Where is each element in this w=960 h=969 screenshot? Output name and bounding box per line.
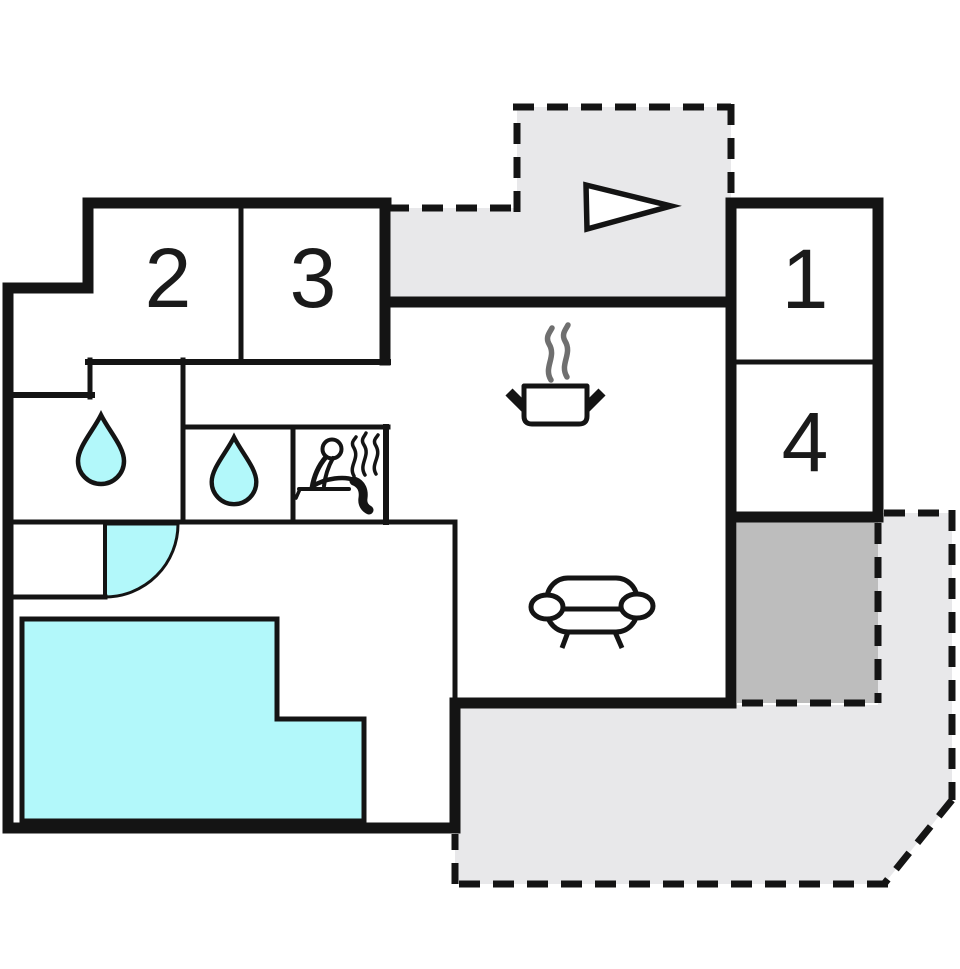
covered-terrace-patch xyxy=(737,517,878,703)
room-3-label: 3 xyxy=(290,231,337,325)
exterior-walls xyxy=(2,197,884,834)
sauna-icon xyxy=(294,431,380,515)
pennant-icon xyxy=(583,181,682,233)
room-1-label: 1 xyxy=(782,232,829,326)
north-terrace xyxy=(388,107,731,305)
interior-walls xyxy=(5,206,876,703)
south-east-terrace xyxy=(455,513,952,884)
stove-pot-icon xyxy=(505,322,606,427)
room-2-label: 2 xyxy=(145,231,192,325)
shower-drop-icon-small xyxy=(209,432,259,507)
terrace-dashed-outline xyxy=(388,103,956,888)
sofa-icon xyxy=(528,575,656,650)
room-4-label: 4 xyxy=(782,395,829,489)
shower-drop-icon-large xyxy=(75,409,127,487)
pool xyxy=(19,616,367,824)
door-swing-arc xyxy=(103,522,180,599)
